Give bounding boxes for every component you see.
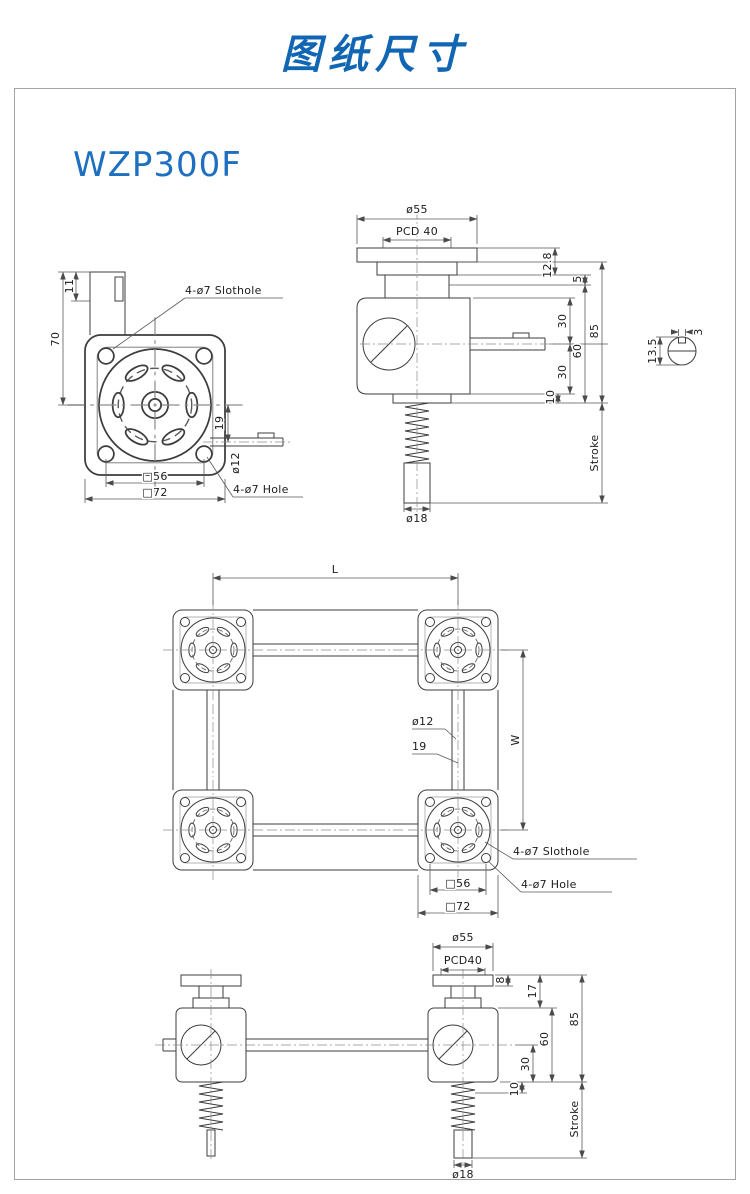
- dim-label: 3: [692, 328, 705, 335]
- annotation-label: 4-ø7 Slothole: [185, 284, 262, 297]
- technical-drawing: 11 70 4-ø7 Slothole 19 ø12 □56 □72 4-ø7 …: [48, 202, 707, 1180]
- annotation-label: 4-ø7 Hole: [521, 878, 577, 891]
- dim-label: ø18: [406, 512, 428, 525]
- dim-label: 85: [568, 1012, 581, 1027]
- dim-label: 60: [571, 344, 584, 359]
- annotation-label: 4-ø7 Slothole: [513, 845, 590, 858]
- dim-label: ø55: [406, 203, 428, 216]
- drawing-frame: WZP300F: [14, 88, 736, 1180]
- dim-label: 19: [412, 740, 427, 753]
- dim-label: 60: [538, 1032, 551, 1047]
- page-title: 图纸尺寸: [281, 32, 469, 78]
- dim-label: □72: [142, 486, 167, 499]
- dim-label: PCD 40: [396, 225, 438, 238]
- dim-label: 70: [49, 332, 62, 347]
- dim-label: 30: [556, 365, 569, 380]
- dim-label: 30: [519, 1057, 532, 1072]
- side-view: ø55 PCD 40 12.8 5 30 60 30 10 85 Stroke …: [356, 202, 608, 527]
- dim-label: 10: [508, 1082, 521, 1097]
- dim-label: □72: [445, 900, 470, 913]
- dim-label: □56: [445, 877, 470, 890]
- dim-label: 11: [63, 279, 76, 294]
- annotation-label: 4-ø7 Hole: [233, 483, 289, 496]
- dim-label: L: [332, 563, 339, 576]
- dim-label: 13.5: [646, 338, 659, 364]
- dim-label: ø12: [412, 715, 434, 728]
- dim-label: 19: [213, 416, 226, 431]
- shaft-section-detail: 3 13.5: [645, 327, 707, 366]
- plan-view: L W ø12 19 4-ø7 Slothole 4-ø7 Hole □56 □…: [162, 562, 637, 918]
- dim-label: 8: [494, 976, 507, 983]
- dim-label: ø12: [229, 452, 242, 474]
- model-number: WZP300F: [73, 145, 242, 185]
- dim-label: PCD40: [444, 954, 482, 967]
- dim-label: ø55: [452, 931, 474, 944]
- dim-label: W: [509, 734, 522, 745]
- dim-label: 85: [588, 324, 601, 339]
- dim-label: Stroke: [588, 435, 601, 472]
- dim-label: 10: [544, 390, 557, 405]
- dim-label: □56: [142, 470, 167, 483]
- dim-label: Stroke: [568, 1101, 581, 1138]
- front-view: 11 70 4-ø7 Slothole 19 ø12 □56 □72 4-ø7 …: [48, 271, 303, 503]
- dim-label: 17: [526, 984, 539, 999]
- dim-label: 5: [571, 275, 584, 282]
- bottom-assembly-view: ø55 PCD40 8 17 30 60 85 10 Stroke ø18: [155, 930, 587, 1179]
- dim-label: 30: [556, 314, 569, 329]
- dim-label: 12.8: [541, 252, 554, 278]
- dim-label: ø18: [452, 1168, 474, 1179]
